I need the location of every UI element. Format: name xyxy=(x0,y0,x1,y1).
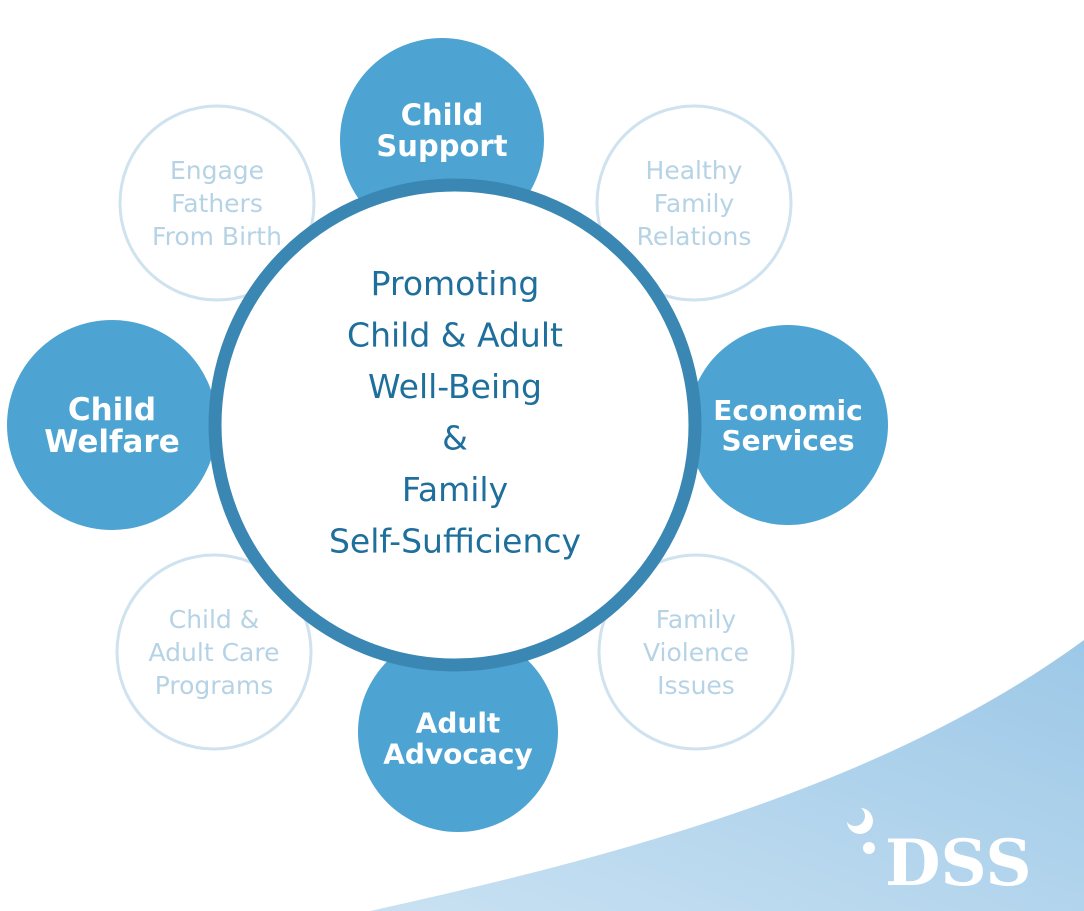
node-family-violence-label-line-3: Issues xyxy=(657,671,735,700)
node-adult-advocacy-label-line-2: Advocacy xyxy=(383,738,533,771)
node-family-violence-label-line-1: Family xyxy=(656,605,737,634)
center-title-line-3: Well-Being xyxy=(368,367,542,406)
node-healthy-family-label-line-2: Family xyxy=(654,189,735,218)
node-engage-fathers-label-line-1: Engage xyxy=(170,156,264,185)
center-circle xyxy=(208,178,702,672)
center-title-line-1: Promoting xyxy=(371,264,540,303)
center-title-line-6: Self-Sufficiency xyxy=(329,522,581,561)
center-title-line-5: Family xyxy=(402,470,508,509)
node-healthy-family-label-line-3: Relations xyxy=(637,222,752,251)
node-child-support-label-line-1: Child xyxy=(401,98,484,132)
node-child-welfare-label-line-2: Welfare xyxy=(44,424,179,460)
node-adult-advocacy-circle xyxy=(358,632,558,832)
node-child-adult-care-label-line-3: Programs xyxy=(155,671,274,700)
node-engage-fathers-label-line-2: Fathers xyxy=(171,189,263,218)
node-child-adult-care-circle xyxy=(115,553,313,751)
logo-text: DSS xyxy=(885,826,1032,901)
node-child-adult-care-label-line-2: Adult Care xyxy=(149,638,280,667)
node-engage-fathers-label-line-3: From Birth xyxy=(152,222,282,251)
node-healthy-family-circle xyxy=(595,104,793,302)
node-engage-fathers-circle xyxy=(118,104,316,302)
crescent-moon-icon xyxy=(847,808,873,834)
center-title-line-2: Child & Adult xyxy=(347,316,563,355)
node-family-violence-label-line-2: Violence xyxy=(643,638,749,667)
node-child-support-label-line-2: Support xyxy=(376,129,507,163)
node-child-welfare-circle xyxy=(7,320,217,530)
node-family-violence-circle xyxy=(597,553,795,751)
logo-dot xyxy=(863,842,875,854)
node-economic-services-label-line-2: Services xyxy=(721,424,854,457)
dss-logo: DSS xyxy=(847,808,1032,901)
node-economic-services-label-line-1: Economic xyxy=(713,394,863,427)
node-child-adult-care-label-line-1: Child & xyxy=(169,605,260,634)
node-adult-advocacy-label-line-1: Adult xyxy=(416,707,501,740)
background-swoosh xyxy=(370,640,1084,911)
node-child-welfare-label-line-1: Child xyxy=(68,392,156,428)
node-economic-services-circle xyxy=(688,325,888,525)
center-title-line-4: & xyxy=(442,419,468,458)
node-healthy-family-label-line-1: Healthy xyxy=(646,156,743,185)
